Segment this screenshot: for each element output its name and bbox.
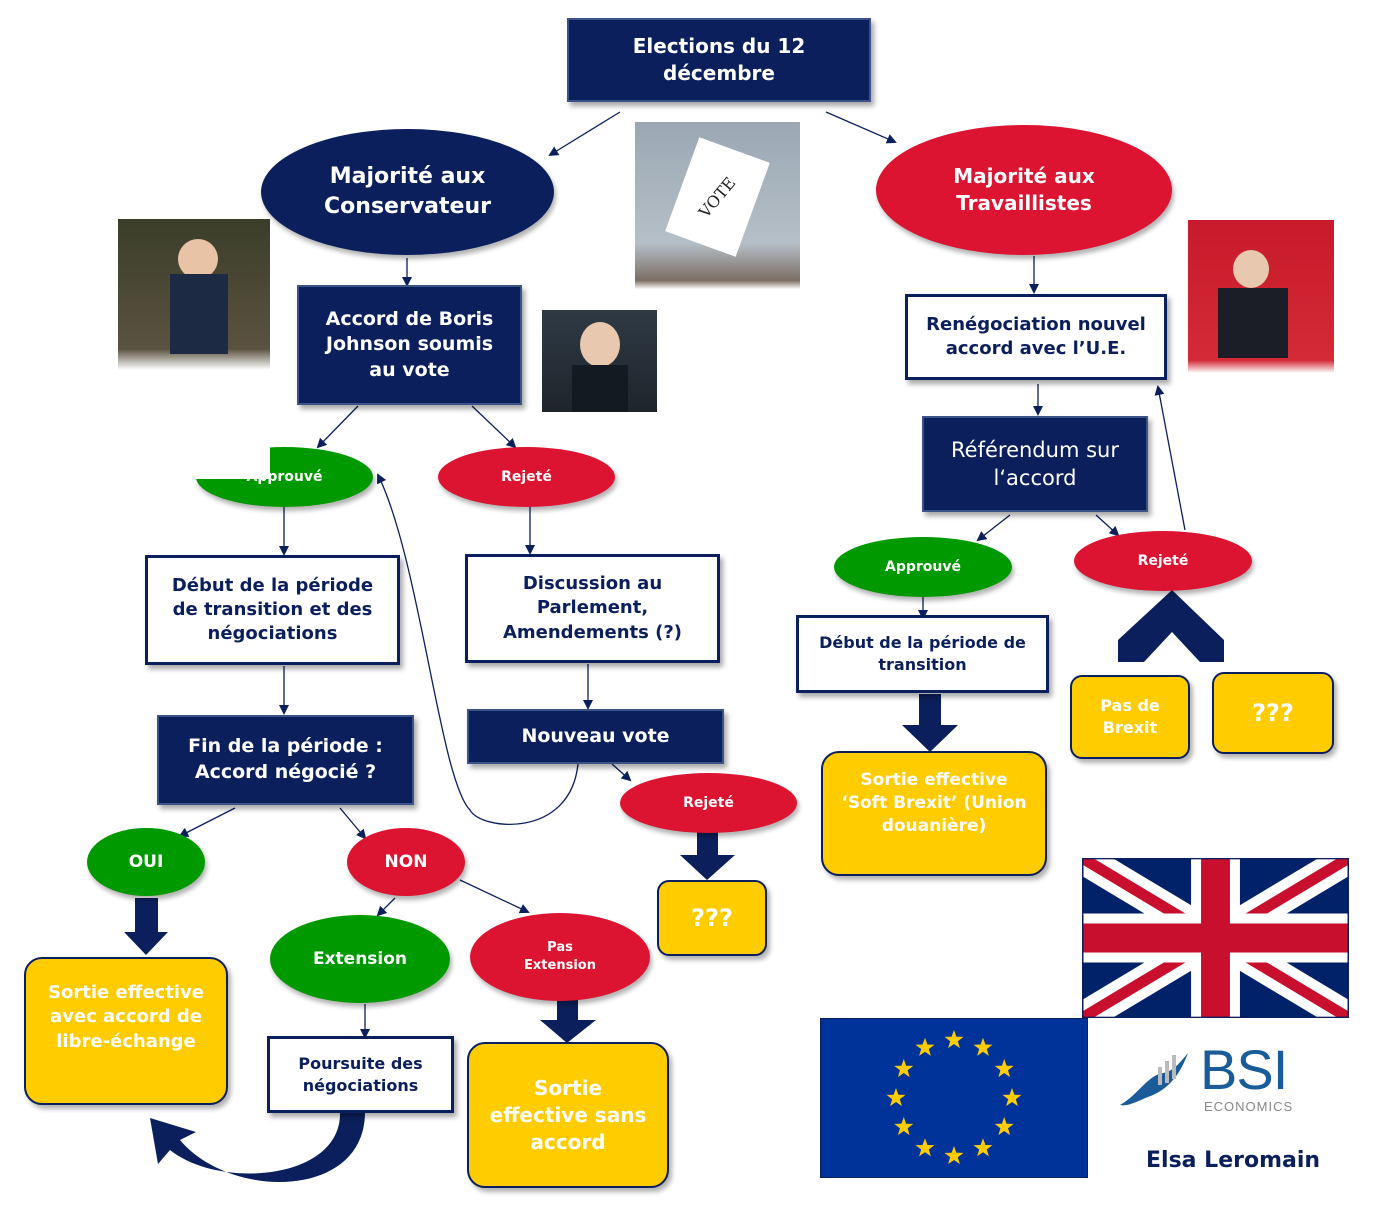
node-approuve-right: Approuvé bbox=[834, 537, 1012, 597]
node-rejete-nouveau-vote: Rejeté bbox=[620, 773, 797, 833]
photo-boris-johnson-head-in-hand bbox=[542, 310, 657, 412]
node-accord-boris-johnson: Accord de Boris Johnson soumis au vote bbox=[297, 285, 522, 405]
node-rejete-left: Rejeté bbox=[438, 447, 615, 507]
node-pas-extension: Pas Extension bbox=[470, 913, 650, 1001]
node-sortie-soft-brexit: Sortie effective ‘Soft Brexit’ (Union do… bbox=[821, 751, 1047, 876]
author-name: Elsa Leromain bbox=[1146, 1148, 1321, 1173]
arrow-deal-to-rejected bbox=[471, 405, 517, 449]
block-arrow-split-rejected bbox=[1118, 590, 1224, 662]
hand-chart-icon bbox=[1120, 1053, 1188, 1106]
photo-jeremy-corbyn bbox=[1188, 220, 1334, 475]
logo-sub: ECONOMICS bbox=[1204, 1099, 1294, 1114]
node-discussion-parlement: Discussion au Parlement, Amendements (?) bbox=[465, 554, 720, 663]
arrow-deal-to-approved bbox=[316, 405, 359, 449]
node-pas-de-brexit: Pas de Brexit bbox=[1070, 675, 1190, 759]
node-sortie-libre-echange: Sortie effective avec accord de libre-éc… bbox=[24, 957, 228, 1105]
ballot-text: VOTE bbox=[695, 172, 740, 222]
block-arrow-poursuite-to-fta bbox=[150, 1112, 365, 1182]
node-unknown-right: ??? bbox=[1212, 672, 1334, 754]
eu-star-icon bbox=[915, 1138, 935, 1157]
arrow-referendum-to-approved bbox=[976, 514, 1011, 542]
title-elections: Elections du 12 décembre bbox=[567, 18, 871, 102]
node-majorite-conservateur: Majorité aux Conservateur bbox=[261, 129, 554, 255]
bsi-economics-logo: BSI ECONOMICS bbox=[1118, 1038, 1318, 1120]
node-referendum: Référendum sur l‘accord bbox=[922, 416, 1148, 512]
arrow-referendum-to-rejected bbox=[1095, 514, 1120, 537]
node-renegociation: Renégociation nouvel accord avec l’U.E. bbox=[905, 294, 1167, 380]
arrow-rejected-back-to-reneg bbox=[1154, 385, 1186, 531]
eu-star-icon bbox=[994, 1059, 1014, 1078]
node-unknown-left: ??? bbox=[657, 880, 767, 956]
arrow-end-to-non bbox=[339, 807, 367, 840]
arrow-non-to-pas-extension bbox=[459, 879, 530, 914]
node-majorite-travaillistes: Majorité aux Travaillistes bbox=[876, 125, 1172, 255]
block-arrow-pas-extension-down bbox=[540, 997, 596, 1043]
node-extension: Extension bbox=[270, 915, 450, 1003]
eu-flag-icon bbox=[820, 1018, 1088, 1178]
eu-star-icon bbox=[1002, 1088, 1022, 1107]
node-rejete-right: Rejeté bbox=[1074, 531, 1252, 591]
node-sortie-sans-accord: Sortie effective sans accord bbox=[467, 1042, 669, 1188]
eu-star-icon bbox=[915, 1037, 935, 1056]
block-arrow-rejected-down bbox=[680, 827, 735, 880]
eu-star-icon bbox=[894, 1059, 914, 1078]
arrow-non-to-extension bbox=[376, 897, 396, 917]
arrow-title-to-conservateur bbox=[548, 111, 621, 157]
eu-star-icon bbox=[894, 1117, 914, 1136]
node-non: NON bbox=[347, 828, 465, 896]
node-debut-transition-right: Début de la période de transition bbox=[796, 615, 1049, 693]
arrow-end-to-oui bbox=[178, 807, 236, 837]
eu-star-icon bbox=[973, 1037, 993, 1056]
eu-star-icon bbox=[944, 1146, 964, 1165]
eu-star-icon bbox=[944, 1030, 964, 1049]
arrow-title-to-travaillistes bbox=[825, 111, 897, 144]
node-fin-periode: Fin de la période : Accord négocié ? bbox=[157, 715, 414, 805]
eu-star-icon bbox=[973, 1138, 993, 1157]
arrow-newvote-to-rejected bbox=[611, 763, 632, 782]
logo-name: BSI bbox=[1200, 1038, 1288, 1101]
block-arrow-oui-down bbox=[124, 898, 168, 955]
node-debut-transition-negociations: Début de la période de transition et des… bbox=[145, 555, 400, 665]
photo-vote-ballot: VOTE bbox=[635, 122, 800, 342]
node-nouveau-vote: Nouveau vote bbox=[467, 709, 724, 764]
eu-star-icon bbox=[994, 1117, 1014, 1136]
eu-star-icon bbox=[886, 1088, 906, 1107]
arrow-newvote-loop-to-approved bbox=[377, 473, 579, 825]
node-poursuite-negociations: Poursuite des négociations bbox=[267, 1036, 454, 1113]
block-arrow-transition-right-down bbox=[902, 694, 958, 752]
uk-flag-icon bbox=[1082, 858, 1349, 1018]
node-oui: OUI bbox=[87, 828, 205, 896]
photo-boris-johnson-thumbs-up bbox=[118, 219, 270, 479]
